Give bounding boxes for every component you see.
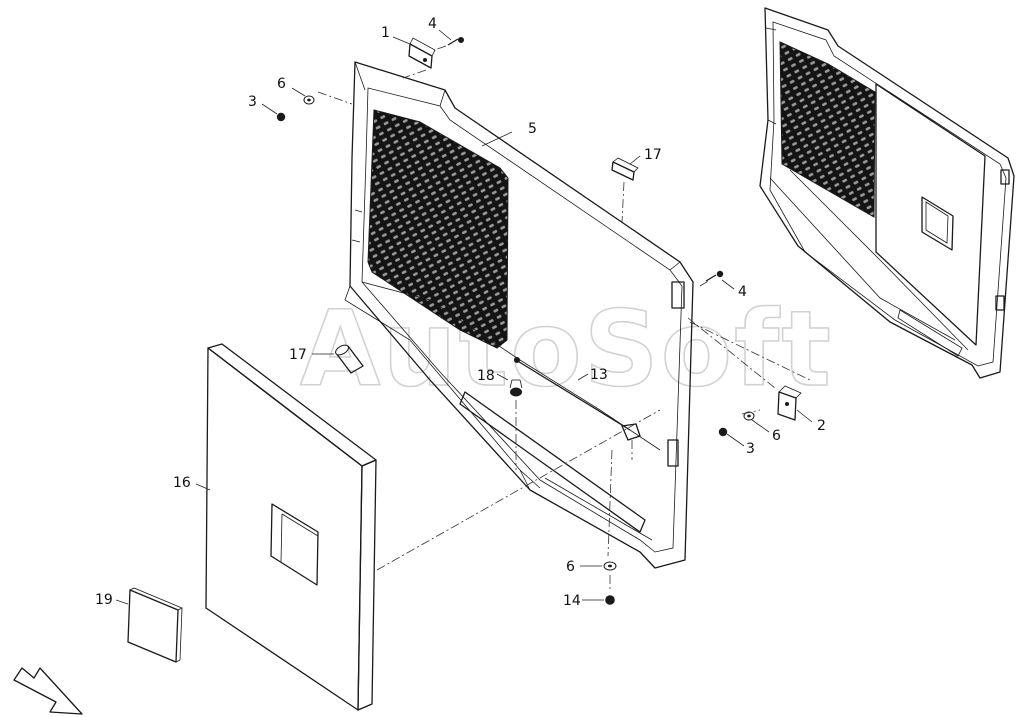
callout-6-top: 6 [277,76,286,92]
callout-17-left: 17 [289,347,307,363]
callout-3-right: 3 [746,441,755,457]
bracket-part-2 [777,385,802,421]
callout-17-top: 17 [644,147,662,163]
assembly-lines [317,45,811,590]
rod-part-13 [514,357,641,441]
bolt-part-4-top [447,37,464,46]
door-frame-part-5 [344,61,694,569]
pad-part-19 [127,587,183,663]
callout-4-top: 4 [428,16,437,32]
nut-part-3-top [276,112,286,122]
clip-part-17-top [611,157,639,181]
callout-6-bottom: 6 [566,559,575,575]
callout-14: 14 [563,593,581,609]
bolt-part-4-right [705,270,724,282]
mesh-panel [367,109,509,349]
callout-5: 5 [528,121,537,137]
callout-1: 1 [381,25,390,41]
washer-part-6-top [303,95,315,105]
rear-mesh-panel [779,41,876,218]
callout-labels: 1 4 6 3 5 17 4 17 18 13 2 6 3 16 6 19 14 [95,16,826,609]
callout-13: 13 [590,367,608,383]
leader-lines [115,29,813,605]
nut-part-3-right [718,427,728,437]
callout-6-right: 6 [772,428,781,444]
bracket-part-1 [408,37,436,69]
callout-18: 18 [477,368,495,384]
callout-2: 2 [817,418,826,434]
callout-16: 16 [173,475,191,491]
washer-part-6-right [743,411,755,421]
clip-part-17-left [335,344,364,374]
grommet-part-18 [509,379,523,397]
callout-3-top: 3 [248,94,257,110]
nut-part-14 [605,595,615,605]
callout-4-right: 4 [738,284,747,300]
washer-part-6-bottom [603,561,617,571]
callout-19: 19 [95,592,113,608]
door-rear-view [759,7,1015,379]
direction-arrow [13,667,83,715]
insulation-panel-part-16 [205,343,377,711]
